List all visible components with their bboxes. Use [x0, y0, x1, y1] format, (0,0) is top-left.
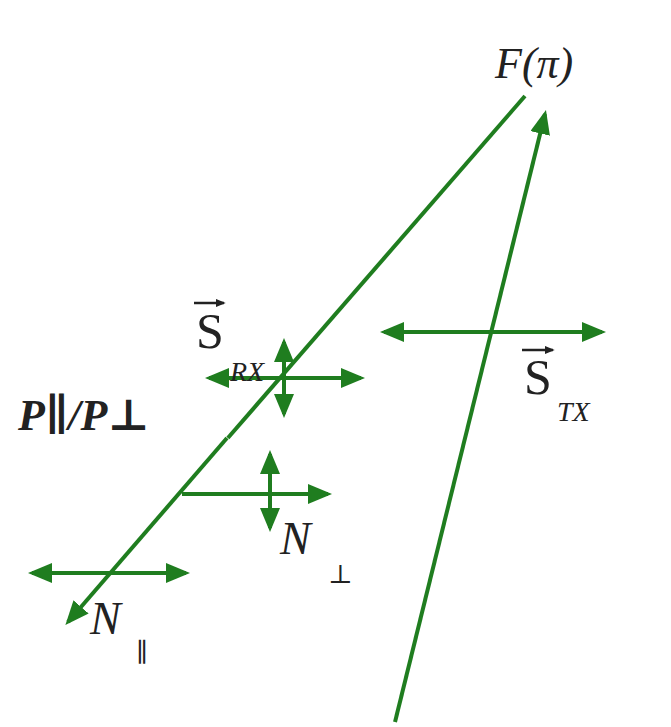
cloud-node: F(π)	[388, 2, 664, 186]
cloud-label: F(π)	[495, 42, 573, 86]
vector-arrow	[194, 302, 224, 305]
vector-arrow	[522, 349, 553, 352]
cube-face	[212, 438, 237, 545]
cube-face	[133, 438, 237, 462]
prism-label: P∥/P⊥	[18, 394, 150, 438]
vector-symbol: N	[280, 516, 311, 562]
prism-node: P∥/P⊥	[133, 438, 237, 545]
vector-symbol: S	[524, 352, 552, 402]
polarization-arrow	[268, 454, 272, 528]
subscript: ∥	[136, 640, 148, 666]
receive-beam	[228, 96, 525, 438]
cloud-shape	[388, 2, 664, 186]
subscript: TX	[557, 398, 590, 426]
perpendicular-beam	[182, 492, 328, 496]
parallel-beam	[68, 438, 227, 622]
vector-symbol: S	[196, 306, 224, 356]
transmit-beam	[395, 114, 545, 722]
polarization-arrow	[384, 330, 602, 334]
cube-face	[133, 462, 212, 545]
vector-symbol: N	[90, 596, 121, 642]
prism-cube	[133, 438, 237, 545]
polarization-arrow	[32, 571, 186, 575]
subscript: ⊥	[328, 562, 352, 588]
cloud-outline	[397, 2, 655, 187]
cube-edge	[133, 438, 237, 545]
subscript: RX	[230, 358, 264, 386]
